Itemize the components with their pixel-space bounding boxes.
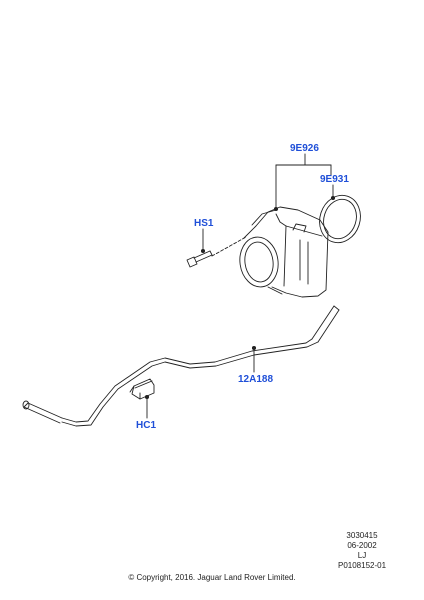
drawing-id-line-4: P0108152-01 xyxy=(338,561,387,570)
throttle-body xyxy=(239,206,329,298)
cable-clip xyxy=(129,378,155,400)
drawing-id-line-2: 06-2002 xyxy=(347,541,377,550)
copyright-notice: © Copyright, 2016. Jaguar Land Rover Lim… xyxy=(128,573,296,582)
callout-9e926[interactable]: 9E926 xyxy=(290,143,319,154)
leader-hs1 xyxy=(200,228,206,254)
accelerator-cable xyxy=(22,305,340,427)
callout-hs1[interactable]: HS1 xyxy=(194,218,214,229)
leader-hc1 xyxy=(144,394,150,419)
alignment-line xyxy=(211,236,247,257)
drawing-meta: 3030415 06-2002 LJ P0108152-01 xyxy=(338,531,386,571)
leader-12a188 xyxy=(251,345,257,373)
callout-9e931[interactable]: 9E931 xyxy=(320,174,349,185)
callout-hc1[interactable]: HC1 xyxy=(136,420,157,431)
drawing-id-line-1: 3030415 xyxy=(346,531,378,540)
drawing-id-line-3: LJ xyxy=(357,551,367,560)
bolt xyxy=(186,250,213,268)
callout-12a188[interactable]: 12A188 xyxy=(238,374,274,385)
gasket-ring xyxy=(319,194,361,244)
